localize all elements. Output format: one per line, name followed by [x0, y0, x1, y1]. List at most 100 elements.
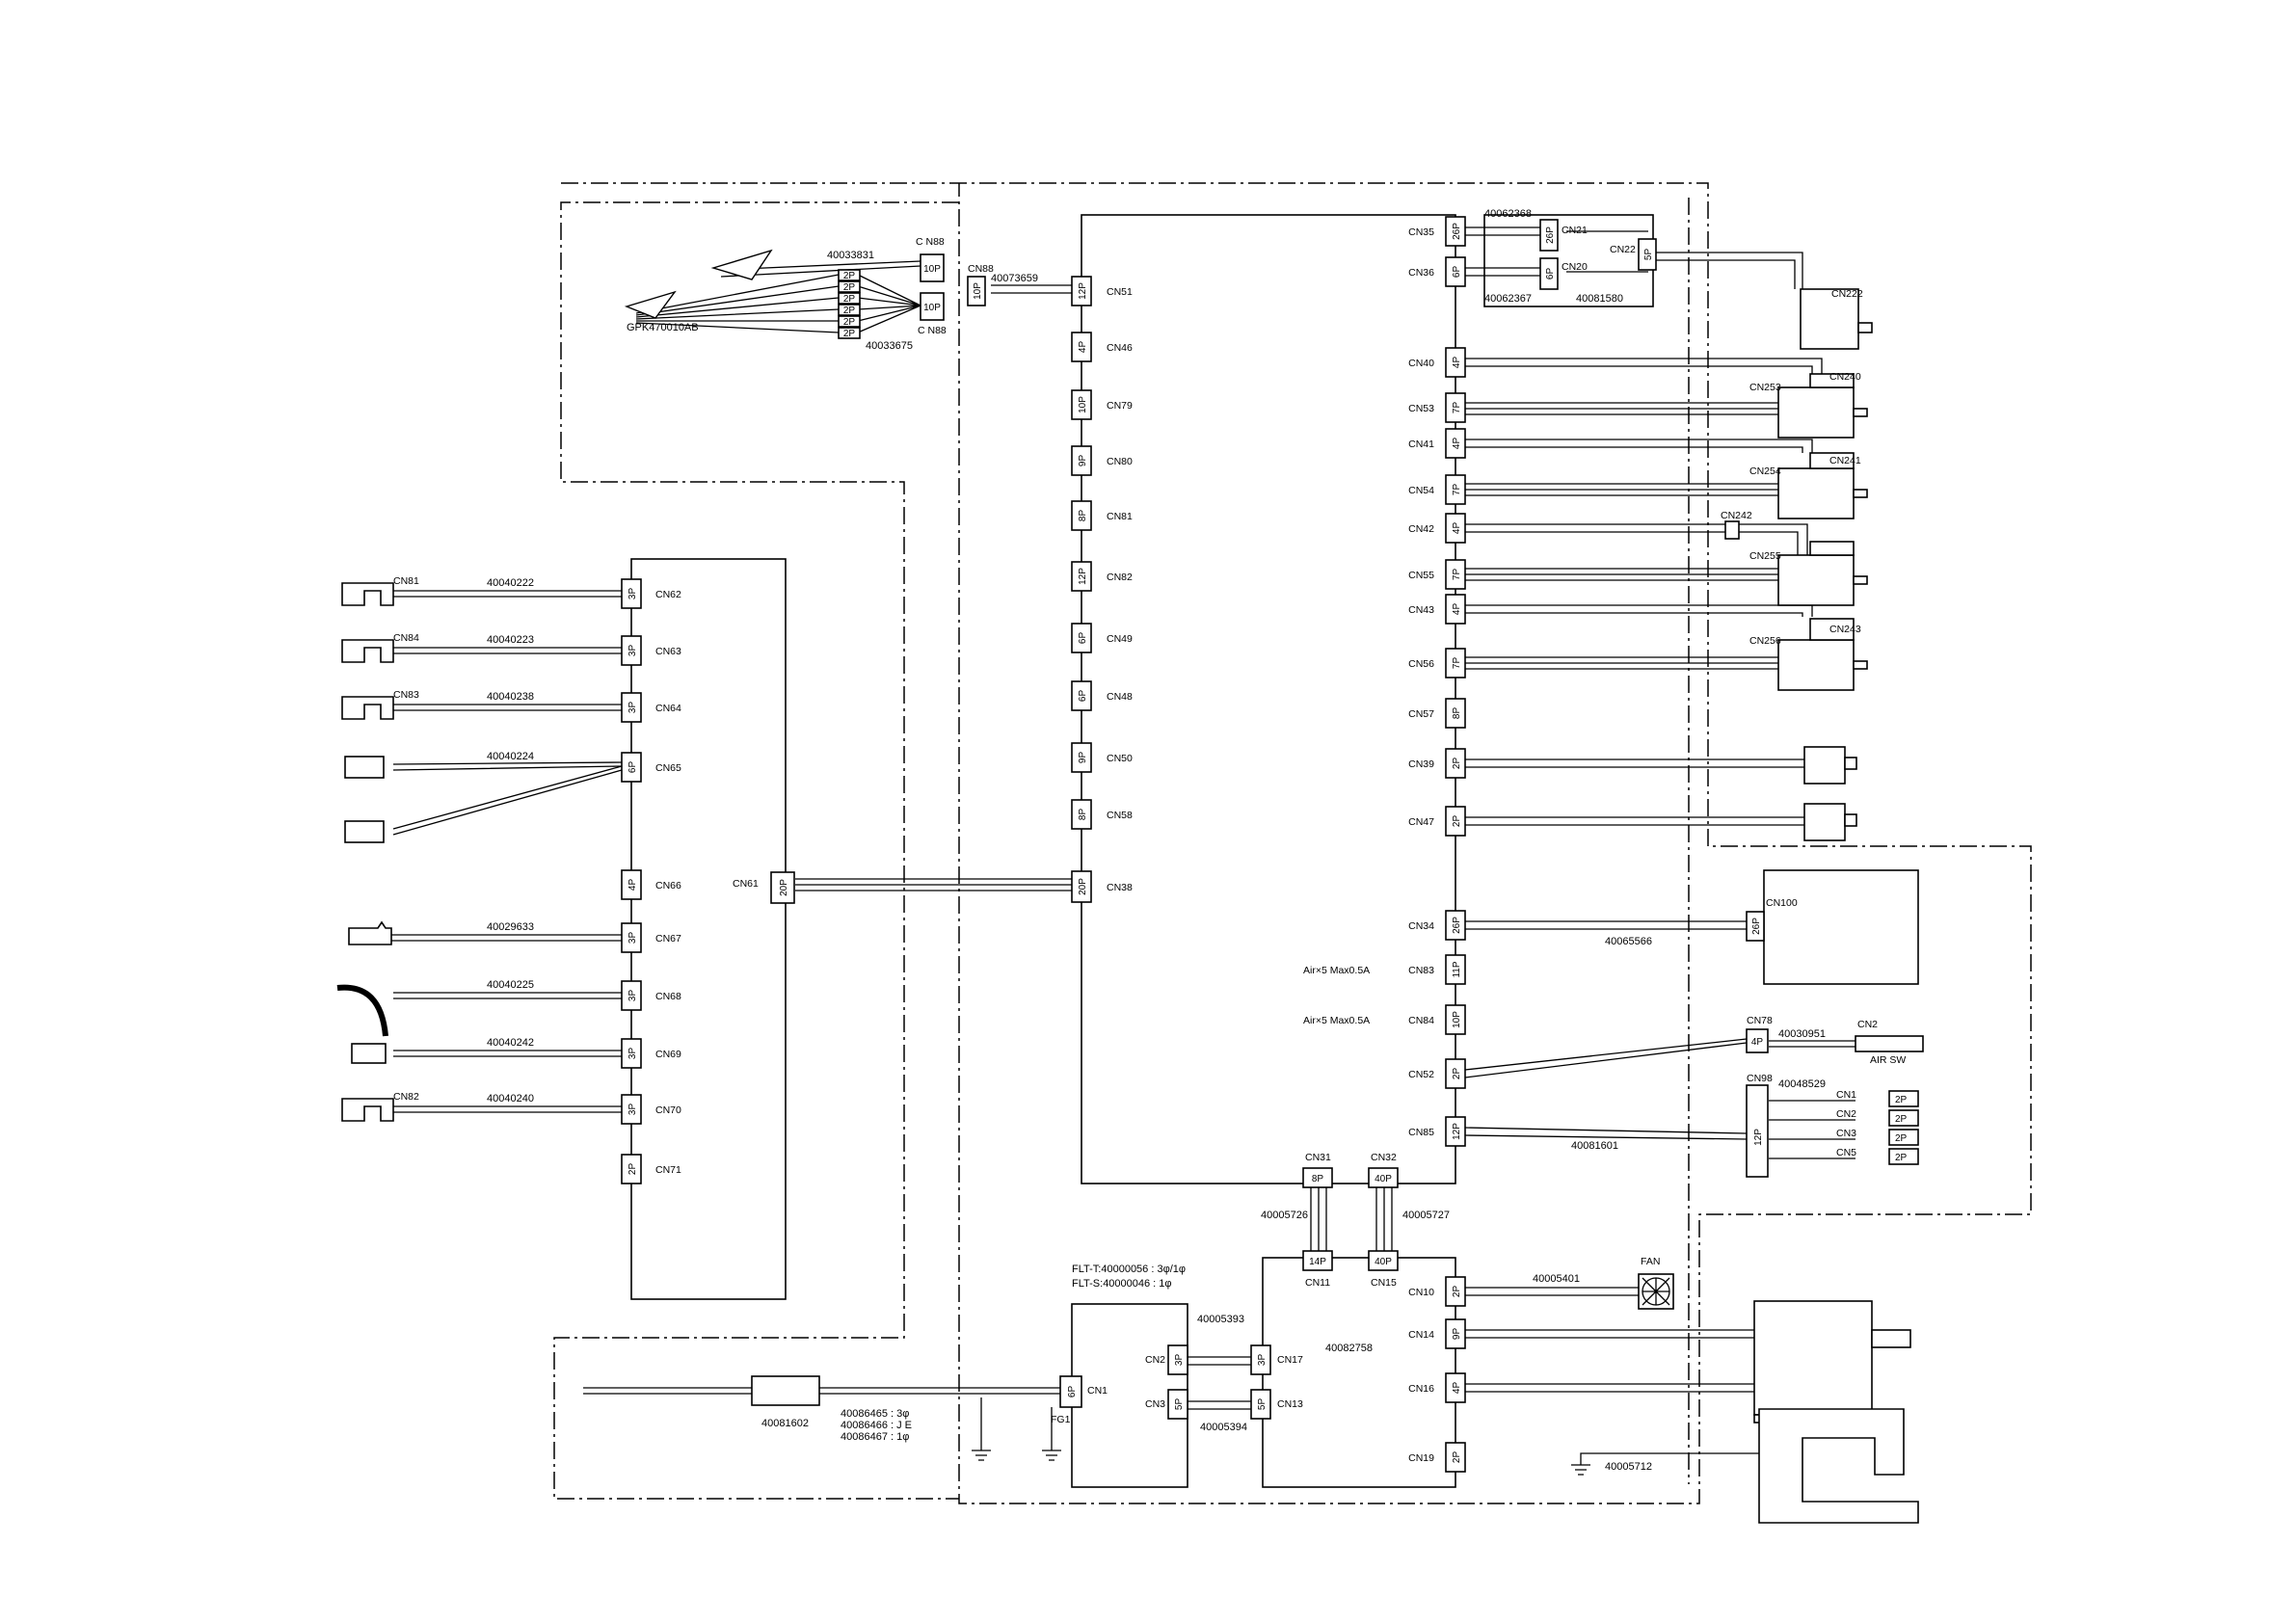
svg-text:2P: 2P: [843, 306, 856, 316]
connector-name: CN10: [1408, 1287, 1434, 1298]
svg-text:6P: 6P: [1067, 1386, 1078, 1398]
motor-connector-icon: [1809, 618, 1855, 641]
connector-pins: 6P: [1078, 632, 1088, 645]
cn61-group: CN61 20P: [733, 871, 795, 904]
connector-pins: 8P: [1078, 809, 1088, 821]
connector-cn49: 6P: [1071, 623, 1092, 653]
motor-shaft-icon: [1853, 575, 1868, 585]
connector-pins: 9P: [1452, 1328, 1462, 1341]
connector-name: CN85: [1408, 1127, 1434, 1138]
motor-connector-label: CN254: [1749, 466, 1781, 477]
svg-text:5P: 5P: [1643, 249, 1654, 261]
connector-pins: 4P: [1078, 341, 1088, 354]
connector-cn38: 20P: [1071, 870, 1092, 903]
connector-name: CN69: [655, 1049, 681, 1060]
connector-name: CN54: [1408, 485, 1434, 496]
connector-name: CN63: [655, 646, 681, 657]
motor-shaft-icon: [1853, 489, 1868, 498]
connector-cn19: 2P: [1445, 1442, 1466, 1473]
part-number-label: 40040224: [487, 751, 534, 762]
connector-cn67: 3P: [621, 922, 642, 953]
output-pins: 2P: [1895, 1114, 1908, 1125]
cn100-connector: 26P: [1746, 911, 1765, 942]
connector-name: CN62: [655, 589, 681, 600]
sensor-icon: [341, 1098, 394, 1122]
connector-pins: 7P: [1452, 484, 1462, 496]
connector-name: CN58: [1107, 810, 1133, 821]
connector-name: CN42: [1408, 523, 1434, 535]
connector-cn48: 6P: [1071, 680, 1092, 711]
output-pins: 2P: [1895, 1153, 1908, 1163]
connector-name: CN38: [1107, 882, 1133, 893]
cn88-top-connector: 10P: [920, 253, 945, 282]
connector-cn81: 8P: [1071, 500, 1092, 531]
connector-name: CN82: [1107, 572, 1133, 583]
part-number-label: 40005726: [1261, 1210, 1308, 1221]
sensor-label: CN82: [393, 1091, 419, 1103]
part-number-label: 40029633: [487, 921, 534, 933]
connector-name: CN57: [1408, 708, 1434, 720]
connector-pins: 8P: [1312, 1174, 1324, 1184]
connector-name: CN55: [1408, 570, 1434, 581]
connector-pins: 7P: [1452, 657, 1462, 670]
output-pins: 2P: [1895, 1095, 1908, 1105]
connector-name: CN52: [1408, 1069, 1434, 1080]
air-note: Air×5 Max0.5A: [1303, 1015, 1370, 1026]
motor-label: CN240: [1829, 371, 1861, 383]
motor-body-icon: [1777, 386, 1855, 439]
cn100-device: [1763, 869, 1919, 985]
assembly-label: GPK470010AB: [627, 322, 699, 333]
connector-name: CN13: [1277, 1398, 1303, 1410]
cn222-motor-icon: [1800, 288, 1859, 350]
connector-cn63: 3P: [621, 635, 642, 666]
cn98-connector: 12P: [1746, 1084, 1769, 1178]
connector-pins: 10P: [1078, 396, 1088, 413]
connector-pins: 10P: [1452, 1011, 1462, 1028]
filter-label: FLT-S:40000046 : 1φ: [1072, 1278, 1172, 1290]
cn78-connector: 4P: [1746, 1028, 1769, 1053]
connector-cn70: 3P: [621, 1094, 642, 1125]
cn2-power-connector: 3P: [1167, 1344, 1188, 1375]
connector-name: CN14: [1408, 1329, 1434, 1341]
io-board: [630, 558, 787, 1300]
mini-connector: 2P: [838, 280, 861, 293]
part-number-label: 40081602: [761, 1418, 809, 1429]
sensor-label: CN83: [393, 689, 419, 701]
connector-name: CN32: [1371, 1152, 1397, 1163]
part-number-label: 40040240: [487, 1093, 534, 1104]
solenoid-icon: [1803, 803, 1846, 841]
cn88-bottom-connector: 10P: [920, 292, 945, 321]
output-block-icon: [1888, 1148, 1919, 1165]
svg-text:5P: 5P: [1174, 1398, 1185, 1411]
connector-name: CN15: [1371, 1277, 1397, 1289]
connector-cn35: 26P: [1445, 216, 1466, 247]
connector-pins: 3P: [627, 588, 638, 600]
sensor-icon: [344, 820, 385, 843]
connector-pins: 8P: [1078, 510, 1088, 522]
part-number-label: 40005394: [1200, 1422, 1247, 1433]
mini-connector: 2P: [838, 327, 861, 339]
connector-name: CN50: [1107, 753, 1133, 764]
svg-text:26P: 26P: [1751, 918, 1762, 935]
motor-connector-icon: [1809, 373, 1855, 388]
svg-text:2P: 2P: [843, 294, 856, 305]
connector-name: CN11: [1305, 1277, 1330, 1289]
motor-body-icon: [1777, 639, 1855, 691]
part-number-label: 40005712: [1605, 1461, 1652, 1473]
connector-cn32: 40P: [1368, 1167, 1399, 1188]
connector-name: CN71: [655, 1164, 681, 1176]
top-right-section: 40062368 40062367 40081580 26P CN21 6P C…: [1484, 208, 1863, 305]
part-number-label: 40040238: [487, 691, 534, 703]
connector-pins: 2P: [627, 1163, 638, 1176]
connector-name: CN1: [1087, 1385, 1108, 1397]
machine-head-icon: [1758, 1408, 1919, 1524]
part-number-label: 40081580: [1576, 293, 1623, 305]
connector-cn69: 3P: [621, 1038, 642, 1069]
svg-text:10P: 10P: [923, 303, 941, 313]
connector-name: C N88: [918, 325, 947, 336]
connector-cn53: 7P: [1445, 392, 1466, 423]
sensor-icon: [341, 696, 394, 720]
output-block-icon: [1888, 1129, 1919, 1146]
connector-pins: 9P: [1078, 455, 1088, 467]
